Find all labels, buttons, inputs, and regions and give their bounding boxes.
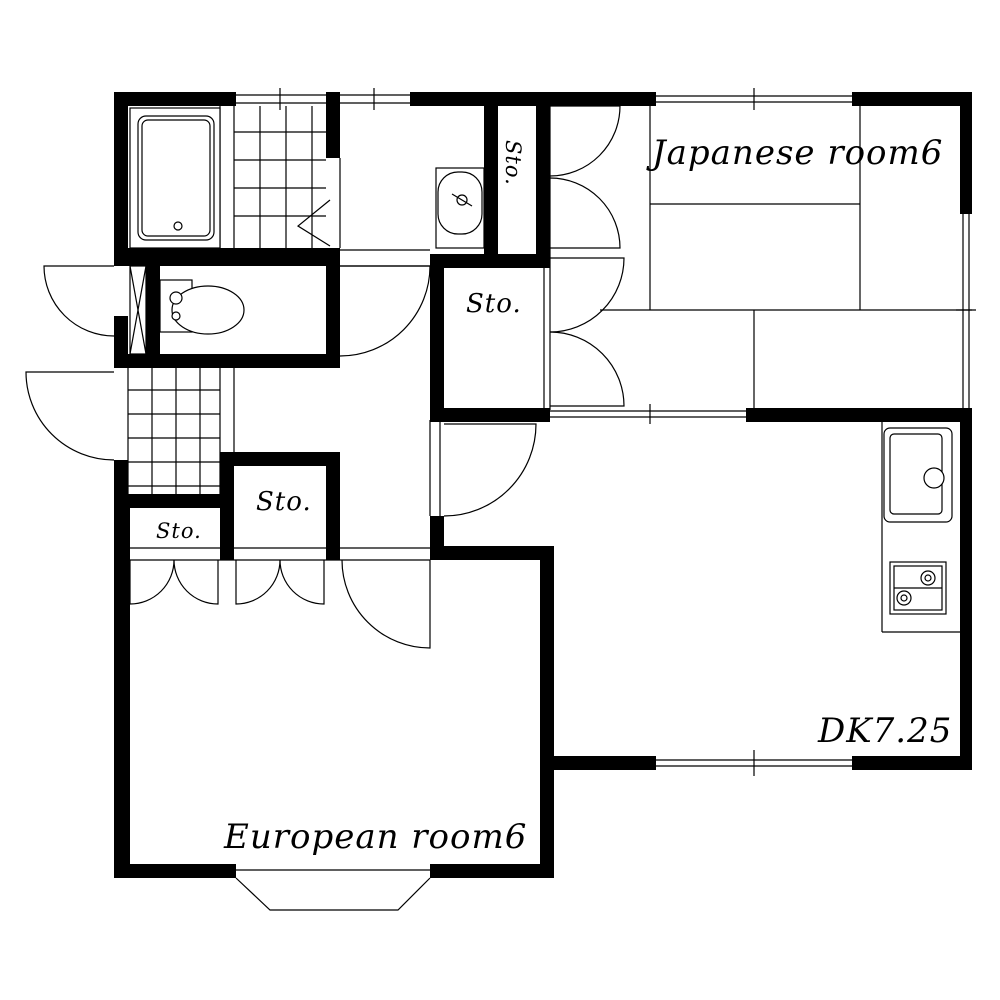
- bathtub-icon: [129, 107, 221, 249]
- european-room-label: European room6: [223, 817, 527, 857]
- entrance-tile-grid: [128, 368, 221, 494]
- bathroom-tile-grid: [234, 106, 326, 248]
- dk-label: DK7.25: [817, 711, 952, 751]
- walls: [114, 92, 972, 878]
- storage-top-label: Sto.: [501, 140, 525, 186]
- kitchen-sink-icon: [883, 427, 953, 523]
- storage-hall-label: Sto.: [466, 289, 522, 319]
- storage-small-label: Sto.: [156, 519, 202, 543]
- window-lines: [235, 88, 976, 911]
- toilet-icon: [159, 279, 245, 335]
- japanese-room-label: Japanese room6: [646, 133, 943, 173]
- washbasin-icon: [435, 167, 485, 249]
- storage-mid-label: Sto.: [256, 487, 312, 517]
- gas-stove-icon: [889, 561, 947, 615]
- door-swings: [25, 105, 625, 649]
- shoe-cabinet-icon: [129, 265, 147, 355]
